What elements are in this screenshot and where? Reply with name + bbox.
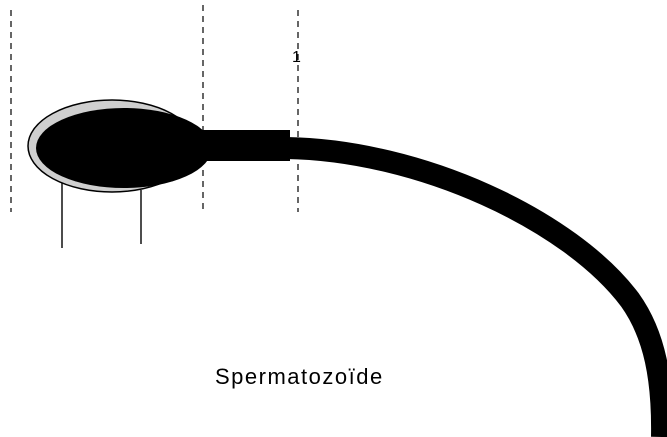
tail-flagellum <box>286 148 662 437</box>
head-nucleus <box>36 108 212 188</box>
diagram-caption: Spermatozoïde <box>215 366 384 388</box>
marker-label-1: 1 <box>292 50 301 66</box>
